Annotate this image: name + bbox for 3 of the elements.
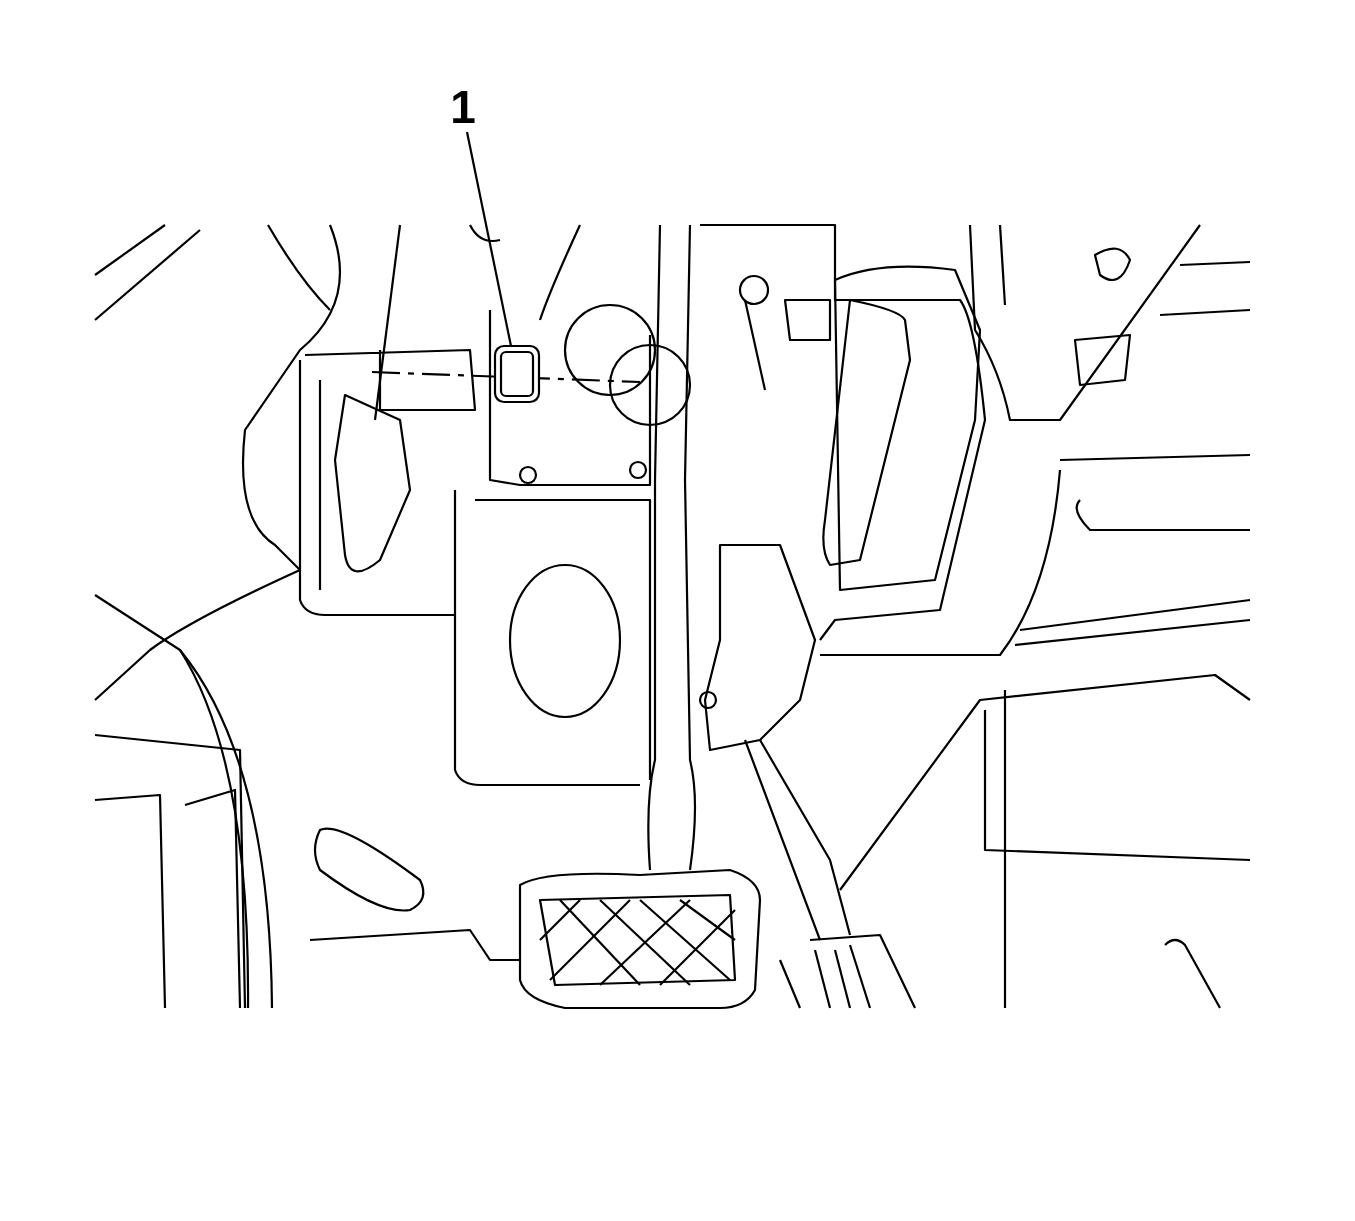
bushing-drawing [493,344,541,404]
leader-line [465,131,513,347]
callout-number: 1 [448,84,478,132]
